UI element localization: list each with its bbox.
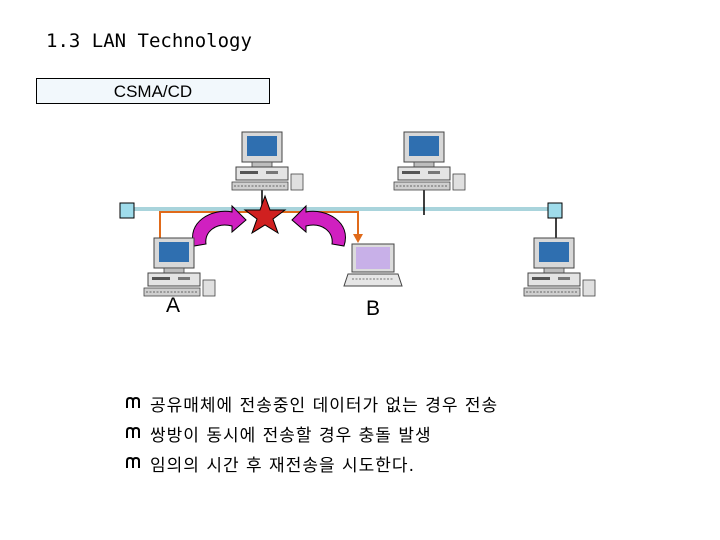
signal-arrowhead-b xyxy=(353,234,363,243)
topic-label: CSMA/CD xyxy=(36,78,270,104)
arrow-from-a-body xyxy=(192,204,247,247)
arrow-from-b-body xyxy=(291,204,346,247)
laptop-icon-b xyxy=(343,243,403,287)
slide-title: 1.3 LAN Technology xyxy=(46,30,252,52)
bullet-item: 공유매체에 전송중인 데이터가 없는 경우 전송 xyxy=(126,388,498,418)
bullet-m-icon xyxy=(126,457,140,468)
signal-line-b xyxy=(262,211,359,236)
computer-icon-a xyxy=(143,237,216,297)
bullet-text: 공유매체에 전송중인 데이터가 없는 경우 전송 xyxy=(150,395,499,416)
computer-icon-top-left xyxy=(231,131,304,191)
bullet-item: 임의의 시간 후 재전송을 시도한다. xyxy=(126,448,498,478)
terminator-left xyxy=(119,202,135,219)
collision-star-icon xyxy=(243,194,287,235)
bullet-item: 쌍방이 동시에 전송할 경우 충돌 발생 xyxy=(126,418,498,448)
network-diagram xyxy=(119,131,596,297)
bullet-text: 쌍방이 동시에 전송할 경우 충돌 발생 xyxy=(150,425,432,446)
node-label-a: A xyxy=(166,294,181,317)
computer-icon-right xyxy=(523,237,596,297)
terminator-right xyxy=(547,202,563,219)
bullet-m-icon xyxy=(126,427,140,438)
computer-icon-top-right xyxy=(393,131,466,191)
node-label-b: B xyxy=(366,297,381,320)
bullet-text: 임의의 시간 후 재전송을 시도한다. xyxy=(150,455,415,476)
bullet-list: 공유매체에 전송중인 데이터가 없는 경우 전송 쌍방이 동시에 전송할 경우 … xyxy=(126,388,498,478)
bullet-m-icon xyxy=(126,397,140,408)
